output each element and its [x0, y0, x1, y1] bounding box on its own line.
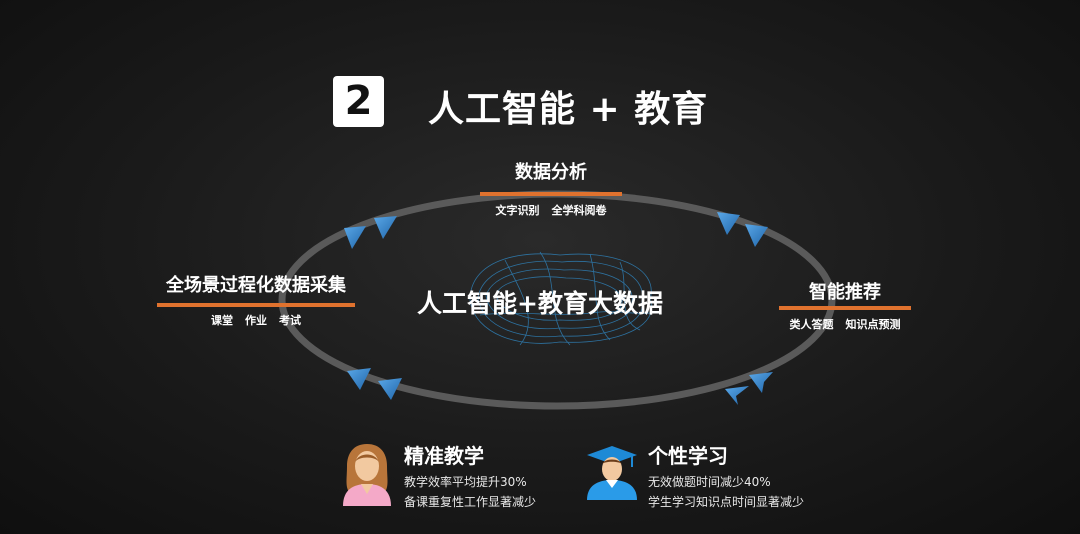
- node-data-analysis: 数据分析 文字识别全学科阅卷: [480, 158, 622, 218]
- arrow-5: [347, 368, 371, 390]
- cycle-arrows: [344, 212, 773, 405]
- teacher-line: 教学效率平均提升30%: [404, 475, 527, 489]
- student-line: 学生学习知识点时间显著减少: [648, 495, 805, 509]
- node-item: 课堂: [211, 314, 233, 327]
- node-title: 全场景过程化数据采集: [166, 275, 346, 296]
- node-item: 全学科阅卷: [551, 204, 607, 217]
- node-item: 类人答题: [789, 318, 834, 331]
- node-title: 数据分析: [515, 162, 587, 183]
- teacher-avatar-icon: [343, 444, 391, 506]
- teacher-title: 精准教学: [404, 444, 484, 468]
- page-title: 人工智能 + 教育: [428, 89, 709, 130]
- node-title: 智能推荐: [809, 282, 881, 303]
- node-underline: [480, 192, 622, 196]
- teacher-block: 精准教学 教学效率平均提升30% 备课重复性工作显著减少: [404, 440, 536, 510]
- node-items: 文字识别全学科阅卷: [480, 202, 622, 218]
- arrow-7: [749, 372, 773, 393]
- arrow-6: [378, 378, 402, 400]
- node-underline: [779, 306, 911, 310]
- teacher-line: 备课重复性工作显著减少: [404, 495, 537, 509]
- node-items: 课堂作业考试: [157, 312, 355, 328]
- node-data-collection: 全场景过程化数据采集 课堂作业考试: [157, 271, 355, 328]
- center-title: 人工智能+教育大数据: [417, 289, 663, 318]
- arrow-3: [717, 212, 740, 235]
- student-line: 无效做题时间减少40%: [648, 475, 771, 489]
- node-item: 考试: [279, 314, 301, 327]
- node-smart-recommendation: 智能推荐 类人答题知识点预测: [779, 278, 911, 332]
- arrow-1: [344, 226, 366, 249]
- node-item: 知识点预测: [845, 318, 901, 331]
- student-title: 个性学习: [648, 444, 728, 468]
- brain-graphic: [469, 251, 656, 346]
- node-underline: [157, 303, 355, 307]
- node-item: 文字识别: [495, 204, 540, 217]
- student-avatar-icon: [587, 446, 637, 500]
- node-item: 作业: [245, 314, 267, 327]
- node-items: 类人答题知识点预测: [779, 316, 911, 332]
- arrow-4: [745, 224, 768, 247]
- arrow-2: [374, 216, 397, 239]
- student-block: 个性学习 无效做题时间减少40% 学生学习知识点时间显著减少: [648, 440, 804, 510]
- arrow-8: [725, 386, 749, 405]
- section-number-badge: 2: [333, 76, 384, 127]
